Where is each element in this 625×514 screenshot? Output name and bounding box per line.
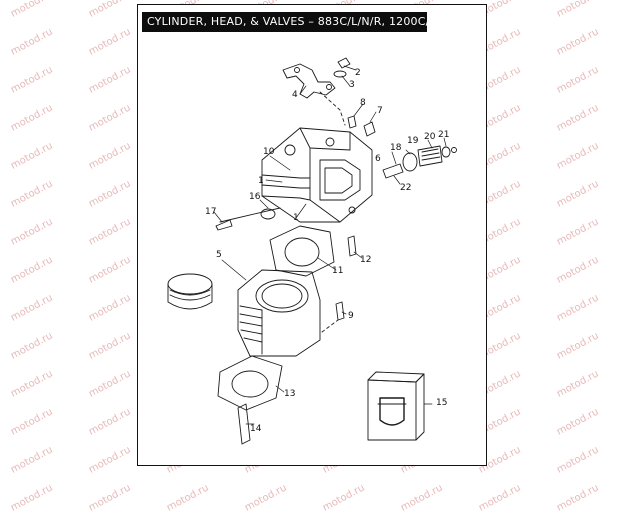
callout-1: 1 (293, 213, 299, 223)
part-cylinder-stud (237, 403, 251, 445)
diagram-title: CYLINDER, HEAD, & VALVES – 883C/L/N/R, 1… (142, 12, 427, 32)
callout-10: 10 (263, 147, 275, 157)
callout-3: 3 (349, 80, 355, 90)
callout-21: 21 (438, 130, 450, 140)
watermark-text: motod.ru (399, 482, 445, 514)
callout-16: 16 (249, 192, 261, 202)
part-gasket-kit (367, 371, 425, 441)
callout-7: 7 (377, 106, 383, 116)
leader-dashed-9 (321, 319, 339, 333)
watermark-text: motod.ru (165, 482, 211, 514)
part-valve (215, 207, 281, 231)
watermark-text: motod.ru (321, 482, 367, 514)
callout-2: 2 (355, 68, 361, 78)
watermark-text: motod.ru (9, 482, 55, 514)
callout-12: 12 (360, 255, 372, 265)
part-cylinder-head (261, 127, 373, 223)
callout-6: 6 (375, 154, 381, 164)
part-valve-springs (382, 145, 457, 179)
watermark-text: motod.ru (87, 482, 133, 514)
part-base-gasket (217, 355, 283, 411)
watermark-text: motod.ru (243, 482, 289, 514)
part-studs (347, 115, 376, 137)
leader-dashed (319, 91, 346, 126)
part-head-gasket (269, 225, 335, 277)
callout-13: 13 (284, 389, 296, 399)
diagram-frame (137, 4, 487, 466)
callout-20: 20 (424, 132, 436, 142)
part-dowel-9 (335, 301, 345, 321)
watermark-text: motod.ru (477, 482, 523, 514)
callout-14: 14 (250, 424, 262, 434)
watermark-text: motod.ru (555, 482, 601, 514)
part-piston (167, 273, 213, 310)
exploded-parts-diagram (167, 57, 457, 445)
callout-18: 18 (390, 143, 402, 153)
callout-9: 9 (348, 311, 354, 321)
part-rocker-bracket (282, 63, 336, 99)
leader-lines (213, 65, 447, 425)
callout-11: 11 (332, 266, 344, 276)
callout-5: 5 (216, 250, 222, 260)
callout-22: 22 (400, 183, 412, 193)
callout-17: 17 (205, 207, 217, 217)
part-dowel (347, 235, 357, 257)
callout-4: 4 (292, 90, 298, 100)
part-bolt-washer (333, 57, 351, 78)
callout-15: 15 (436, 398, 448, 408)
callout-19: 19 (407, 136, 419, 146)
callout-1: 1 (258, 176, 264, 186)
part-cylinder (237, 269, 321, 357)
callout-8: 8 (360, 98, 366, 108)
